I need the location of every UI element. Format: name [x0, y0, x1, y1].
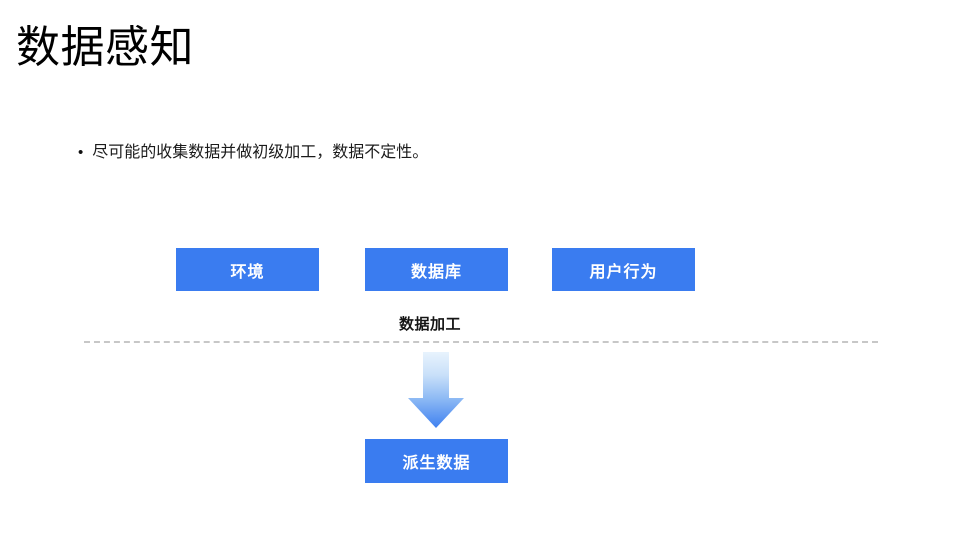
diagram-box-label: 数据库 [410, 263, 462, 281]
dashed-divider [84, 341, 878, 343]
divider-label: 数据加工 [399, 316, 462, 333]
diagram-box-environment[interactable]: 环境 [176, 248, 319, 291]
page-title: 数据感知 [16, 23, 194, 72]
diagram-box-label: 用户行为 [589, 263, 658, 281]
down-arrow-icon [408, 352, 464, 428]
diagram-box-user-behavior[interactable]: 用户行为 [552, 248, 695, 291]
diagram-box-database[interactable]: 数据库 [365, 248, 508, 291]
diagram-box-label: 派生数据 [402, 455, 471, 472]
bullet-text: 尽可能的收集数据并做初级加工，数据不定性。 [92, 144, 429, 161]
diagram-box-label: 环境 [230, 263, 265, 281]
diagram-box-derived-data[interactable]: 派生数据 [365, 439, 508, 483]
bullet-list-item: • 尽可能的收集数据并做初级加工，数据不定性。 [78, 140, 428, 166]
bullet-marker-icon: • [78, 144, 84, 161]
